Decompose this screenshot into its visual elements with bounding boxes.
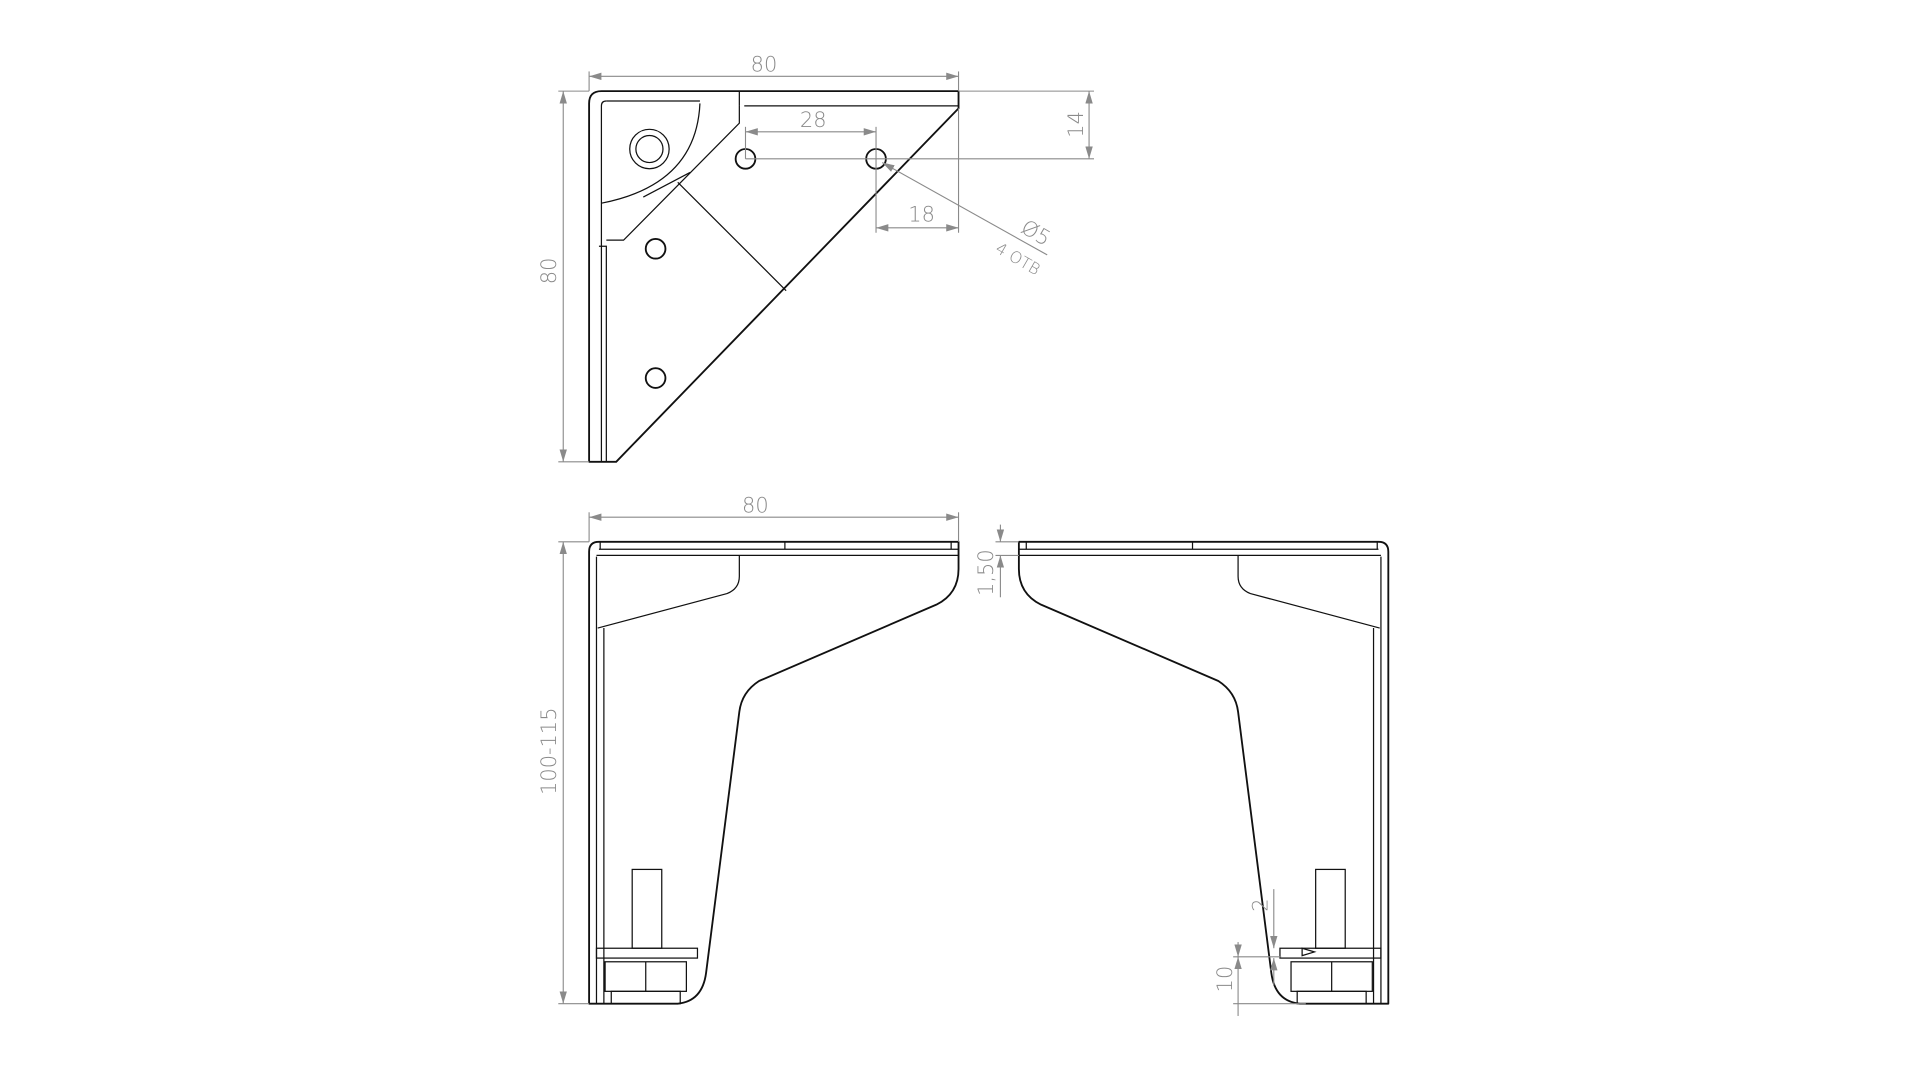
dimension-label: 14	[1064, 111, 1088, 138]
top-view: 80 80 28 14 18 Ø5 4 ОТВ	[537, 52, 1094, 463]
dimension-width: 80	[588, 493, 960, 542]
mounting-hole	[644, 367, 667, 389]
dimension-hole-offset-x: 18	[875, 108, 960, 233]
dimension-gap: 2	[1249, 889, 1278, 986]
dimension-label: 28	[800, 108, 827, 132]
leg-outline	[588, 540, 960, 1005]
front-view: 80 100-115	[537, 493, 960, 1005]
dimension-label: 1,50	[974, 549, 998, 596]
gap-marker-icon	[1301, 947, 1317, 957]
dimension-height: 80	[537, 90, 590, 463]
dimension-label: 2	[1249, 898, 1273, 911]
dimension-hole-offset-y: 14	[745, 90, 1094, 160]
dimension-thickness: 1,50	[974, 524, 1019, 598]
dimension-label: 10	[1213, 966, 1237, 993]
hole-diameter-label: Ø5	[1017, 215, 1055, 251]
dimension-label: 80	[742, 493, 769, 517]
dimension-label: 18	[908, 203, 935, 227]
side-view: 1,50 2 10	[974, 524, 1390, 1016]
dimension-label: 80	[751, 52, 778, 76]
adjuster-bolt	[595, 868, 699, 1005]
dimension-label: 100-115	[537, 707, 561, 794]
dimension-height: 100-115	[537, 541, 590, 1005]
dimension-width: 80	[588, 52, 960, 92]
leg-outline-mirrored	[1017, 540, 1390, 1005]
dimension-hole-spacing: 28	[744, 108, 877, 159]
mounting-hole	[644, 237, 667, 260]
dimension-label: 80	[537, 258, 561, 285]
bolt-head	[629, 128, 670, 170]
dimension-foot: 10	[1213, 942, 1306, 1016]
top-view-outline	[588, 90, 960, 463]
